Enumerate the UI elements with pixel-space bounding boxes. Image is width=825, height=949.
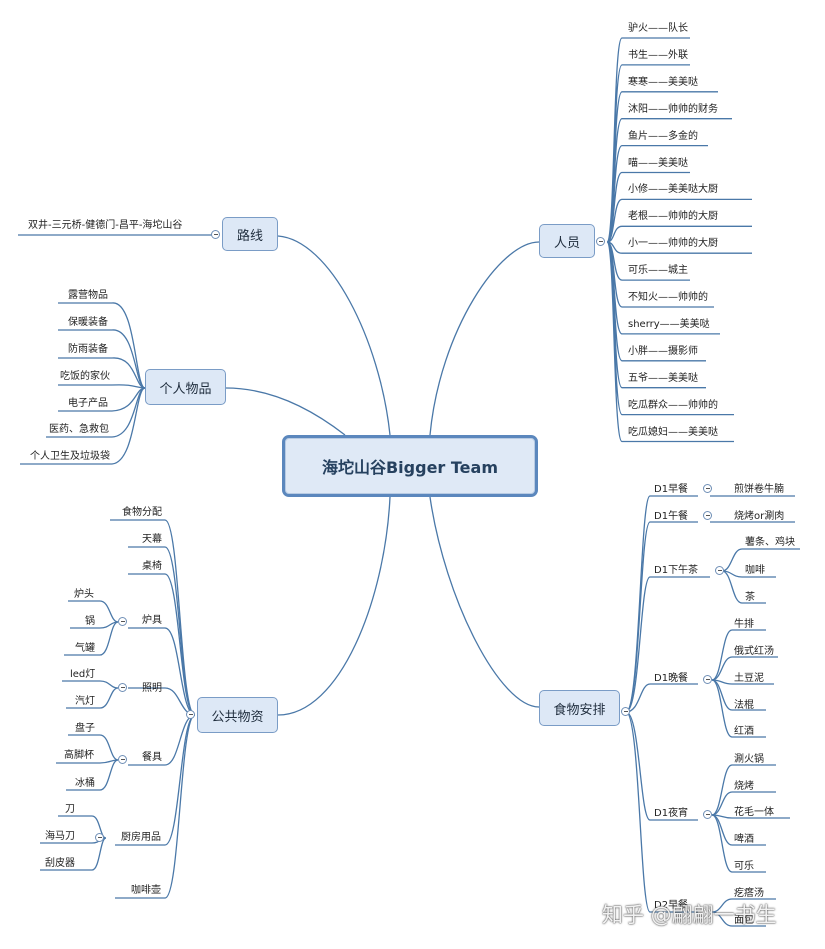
collapse-toggle-icon[interactable] <box>703 511 712 520</box>
collapse-toggle-icon[interactable] <box>118 683 127 692</box>
branch-food-plan[interactable]: 食物安排 <box>539 690 620 726</box>
personal-item[interactable]: 保暖装备 <box>68 317 108 328</box>
food-item[interactable]: 可乐 <box>734 861 754 872</box>
food-item[interactable]: 煎饼卷牛腩 <box>734 484 784 495</box>
personal-item[interactable]: 防雨装备 <box>68 344 108 355</box>
public-item[interactable]: 天幕 <box>142 534 162 545</box>
stove-child[interactable]: 锅 <box>85 616 95 627</box>
branch-personal-items[interactable]: 个人物品 <box>145 369 226 405</box>
collapse-toggle-icon[interactable] <box>118 617 127 626</box>
lighting-child[interactable]: 汽灯 <box>75 696 95 707</box>
tableware-child[interactable]: 盘子 <box>75 723 95 734</box>
food-item[interactable]: 烧烤 <box>734 781 754 792</box>
personal-item[interactable]: 吃饭的家伙 <box>60 371 110 382</box>
personal-item[interactable]: 医药、急救包 <box>49 424 109 435</box>
collapse-toggle-icon[interactable] <box>118 755 127 764</box>
tableware-child[interactable]: 高脚杯 <box>64 750 94 761</box>
food-item[interactable]: 烧烤or涮肉 <box>734 511 785 522</box>
public-item[interactable]: 咖啡壶 <box>131 885 161 896</box>
member-item[interactable]: 不知火——帅帅的 <box>628 292 708 303</box>
central-topic[interactable]: 海坨山谷Bigger Team <box>282 435 538 497</box>
food-item[interactable]: 咖啡 <box>745 565 765 576</box>
lighting-child[interactable]: led灯 <box>70 669 96 680</box>
member-item[interactable]: 吃瓜群众——帅帅的 <box>628 399 718 411</box>
member-item[interactable]: 驴火——队长 <box>628 23 688 34</box>
tableware-child[interactable]: 冰桶 <box>75 778 95 789</box>
food-item[interactable]: 疙瘩汤 <box>734 888 764 899</box>
branch-public-supplies[interactable]: 公共物资 <box>197 697 278 733</box>
personal-item[interactable]: 个人卫生及垃圾袋 <box>30 451 110 462</box>
branch-people[interactable]: 人员 <box>539 224 595 258</box>
public-item-kitchen[interactable]: 厨房用品 <box>121 832 161 843</box>
member-item[interactable]: 可乐——城主 <box>628 265 688 277</box>
meal-d2-breakfast[interactable]: D2早餐 <box>654 900 689 911</box>
food-item[interactable]: 啤酒 <box>734 834 754 845</box>
food-item[interactable]: 红酒 <box>734 726 754 737</box>
member-item[interactable]: 老根——帅帅的大厨 <box>628 211 718 223</box>
collapse-toggle-icon[interactable] <box>621 707 630 716</box>
food-item[interactable]: 土豆泥 <box>734 673 764 684</box>
member-item[interactable]: 寒寒——美美哒 <box>628 76 698 88</box>
collapse-toggle-icon[interactable] <box>186 710 195 719</box>
kitchen-child[interactable]: 海马刀 <box>45 831 75 842</box>
watermark: 知乎 @翩翩一书生 <box>602 903 777 927</box>
member-item[interactable]: 沐阳——帅帅的财务 <box>628 103 718 115</box>
collapse-toggle-icon[interactable] <box>596 237 605 246</box>
member-item[interactable]: sherry——美美哒 <box>628 318 710 330</box>
collapse-toggle-icon[interactable] <box>703 675 712 684</box>
meal-d1-tea[interactable]: D1下午茶 <box>654 565 699 576</box>
personal-item[interactable]: 电子产品 <box>68 398 108 409</box>
food-item[interactable]: 薯条、鸡块 <box>745 537 795 548</box>
member-item[interactable]: 鱼片——多金的 <box>628 130 698 142</box>
member-item[interactable]: 喵——美美哒 <box>628 157 688 169</box>
member-item[interactable]: 小胖——摄影师 <box>628 345 698 357</box>
member-item[interactable]: 书生——外联 <box>628 49 688 61</box>
member-item[interactable]: 五爷——美美哒 <box>628 372 698 384</box>
public-item-lighting[interactable]: 照明 <box>142 683 162 694</box>
stove-child[interactable]: 气罐 <box>75 643 95 654</box>
food-item[interactable]: 花毛一体 <box>734 807 774 818</box>
kitchen-child[interactable]: 刀 <box>65 804 75 815</box>
food-item[interactable]: 涮火锅 <box>734 754 764 765</box>
food-item[interactable]: 面包 <box>734 915 754 926</box>
stove-child[interactable]: 炉头 <box>74 589 94 600</box>
collapse-toggle-icon[interactable] <box>703 810 712 819</box>
food-item[interactable]: 牛排 <box>734 619 754 630</box>
meal-d1-breakfast[interactable]: D1早餐 <box>654 484 689 495</box>
meal-d1-lunch[interactable]: D1午餐 <box>654 511 689 522</box>
public-item[interactable]: 桌椅 <box>142 561 162 572</box>
food-item[interactable]: 茶 <box>745 592 755 603</box>
public-item[interactable]: 食物分配 <box>122 507 162 518</box>
member-item[interactable]: 小修——美美哒大厨 <box>628 184 718 196</box>
branch-route[interactable]: 路线 <box>222 217 278 251</box>
meal-d1-dinner[interactable]: D1晚餐 <box>654 673 689 684</box>
collapse-toggle-icon[interactable] <box>703 484 712 493</box>
food-item[interactable]: 法棍 <box>734 700 754 711</box>
kitchen-child[interactable]: 刮皮器 <box>45 858 75 869</box>
meal-d1-night[interactable]: D1夜宵 <box>654 808 689 819</box>
food-item[interactable]: 俄式红汤 <box>734 646 774 657</box>
member-item[interactable]: 小一——帅帅的大厨 <box>628 238 718 250</box>
collapse-toggle-icon[interactable] <box>95 833 104 842</box>
collapse-toggle-icon[interactable] <box>715 566 724 575</box>
public-item-tableware[interactable]: 餐具 <box>142 752 162 763</box>
collapse-toggle-icon[interactable] <box>211 230 220 239</box>
public-item-stove[interactable]: 炉具 <box>142 615 162 626</box>
route-path[interactable]: 双井-三元桥-健德门-昌平-海坨山谷 <box>28 220 183 231</box>
personal-item[interactable]: 露营物品 <box>68 290 108 301</box>
member-item[interactable]: 吃瓜媳妇——美美哒 <box>628 426 718 438</box>
